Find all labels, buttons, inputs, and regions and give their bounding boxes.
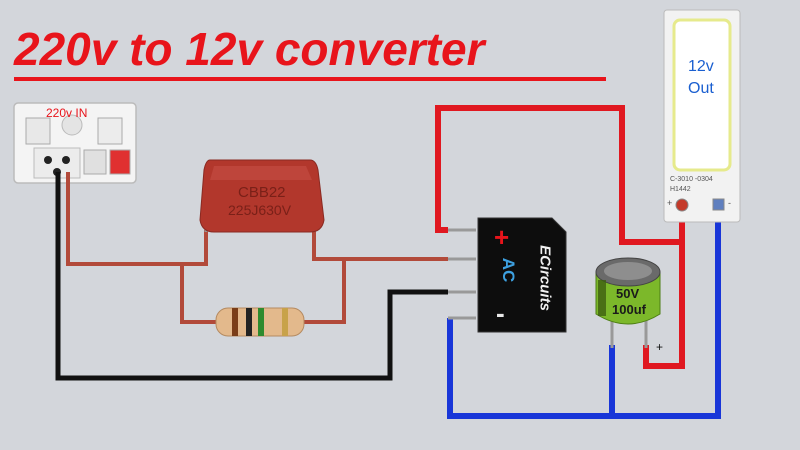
wire-resistor-left: [180, 264, 232, 324]
wall-socket: [13, 102, 137, 184]
led-cob-module: [663, 9, 741, 223]
socket-label: 220v IN: [46, 106, 88, 120]
bridge-rectifier: [477, 217, 567, 333]
wire-positive-out: [435, 105, 685, 245]
led-output-label-2: Out: [688, 80, 714, 97]
bridge-leads: [448, 228, 476, 320]
capacitor-rating-label: 225J630V: [228, 202, 292, 218]
electrolytic-voltage-label: 50V: [616, 286, 640, 301]
film-capacitor: [199, 159, 325, 233]
bridge-ac-label: AC: [499, 257, 518, 283]
wire-positive-cap: [643, 242, 685, 369]
electrolytic-plus-label: +: [656, 340, 664, 354]
led-code-label: C-3010 -0304: [670, 176, 713, 183]
wire-capacitor-right: [312, 230, 448, 261]
title-underline: [14, 77, 606, 81]
led-minus-label: -: [728, 198, 731, 208]
electrolytic-capacitor: [595, 257, 661, 348]
led-output-label-1: 12v: [688, 58, 714, 75]
bridge-brand-label: ECircuits: [536, 245, 554, 311]
wire-negative-out: [447, 205, 721, 419]
led-code-label-2: H1442: [670, 186, 691, 193]
led-plus-label: +: [667, 198, 673, 208]
capacitor-type-label: CBB22: [238, 184, 286, 201]
bridge-minus-label: -: [496, 298, 505, 328]
electrolytic-capacitance-label: 100uf: [612, 302, 646, 317]
wire-resistor-right: [296, 259, 346, 324]
resistor: [215, 307, 305, 337]
diagram-title: 220v to 12v converter: [14, 23, 485, 75]
bridge-plus-label: +: [494, 222, 510, 252]
wire-input-neutral: [55, 172, 448, 381]
wire-input-live: [66, 172, 208, 266]
